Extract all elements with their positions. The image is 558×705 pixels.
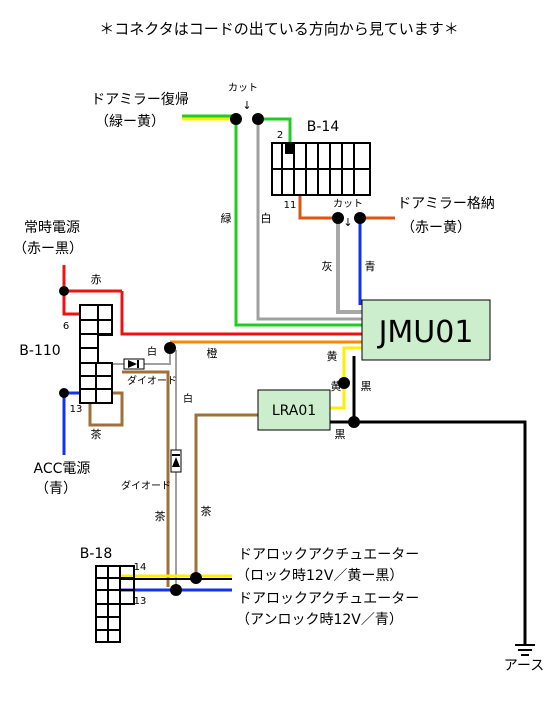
label-diode-1: ダイオード xyxy=(127,374,177,387)
junction-blue-acc xyxy=(59,388,69,398)
label-cut-1: カット xyxy=(228,82,258,94)
diode-vertical-icon xyxy=(170,449,182,473)
wire-brown-b110 xyxy=(88,391,124,427)
junctions xyxy=(59,113,366,596)
wire-yellow xyxy=(342,346,362,383)
wire-yellow-lra xyxy=(330,383,346,410)
diagram-title: ＊コネクタはコードの出ている方向から見ています＊ xyxy=(99,20,458,38)
wire-label-yellow-2: 黄 xyxy=(331,379,342,393)
connector-b14-pin-b: 11 xyxy=(284,200,297,211)
wire-label-brown-3: 茶 xyxy=(201,505,212,518)
earth-ground-icon xyxy=(515,644,535,656)
wire-green-b14 xyxy=(258,117,292,153)
connector-b14-name: B-14 xyxy=(307,119,340,135)
junction-gray-cut xyxy=(332,212,344,224)
wire-gray xyxy=(336,218,362,314)
label-constant-power-color: （赤ー黒） xyxy=(13,241,83,257)
connector-b18-name: B-18 xyxy=(80,546,112,562)
wire-label-white-b110: 白 xyxy=(147,345,157,358)
connector-b18-pin-a: 14 xyxy=(134,562,147,573)
label-acc-power-color: （青） xyxy=(35,481,77,497)
connector-b110-pin-b: 13 xyxy=(70,404,83,415)
module-jmu01-box xyxy=(361,299,491,361)
wire-brown-lra xyxy=(194,413,262,578)
wire-brown-loop xyxy=(122,370,170,587)
connector-b18-pin-b: 13 xyxy=(134,596,147,607)
label-diode-2: ダイオード xyxy=(121,479,171,492)
connector-b110-name: B-110 xyxy=(19,343,60,359)
wire-label-white: 白 xyxy=(261,211,272,225)
junction-orange xyxy=(164,342,176,354)
label-actuator-unlock: ドアロックアクチュエーター xyxy=(238,591,419,607)
connector-b110-pin-a: 6 xyxy=(63,321,69,332)
connector-b18 xyxy=(95,565,135,643)
connector-b110 xyxy=(79,304,113,404)
junction-yellow xyxy=(338,377,350,389)
junction-lock xyxy=(190,572,202,584)
junction-red xyxy=(59,286,69,296)
label-arrow-2: ↓ xyxy=(343,216,352,229)
junction-black xyxy=(348,416,360,428)
junction-blue-cut xyxy=(354,212,366,224)
label-arrow-1: ↓ xyxy=(242,99,251,112)
wire-label-orange: 橙 xyxy=(207,346,218,360)
wire-label-black-1: 黒 xyxy=(361,380,372,393)
wire-green xyxy=(234,119,362,327)
wire-label-blue: 青 xyxy=(365,260,376,273)
junction-unlock xyxy=(170,584,182,596)
wire-red xyxy=(120,291,362,336)
label-door-mirror-return: ドアミラー復帰 xyxy=(91,91,189,108)
connector-b14 xyxy=(271,142,371,196)
junction-white-cut xyxy=(252,113,264,125)
wire-label-brown-2: 茶 xyxy=(155,510,166,523)
wire-white xyxy=(256,119,362,321)
wire-label-yellow-1: 黄 xyxy=(327,349,338,363)
label-acc-power: ACC電源 xyxy=(34,461,91,477)
wire-label-gray: 灰 xyxy=(322,259,333,273)
wire-label-red: 赤 xyxy=(91,273,102,286)
label-door-mirror-fold-color: （赤ー黄） xyxy=(401,219,471,236)
diode-horizontal-icon xyxy=(123,358,145,370)
wire-label-black-2: 黒 xyxy=(335,428,346,441)
wire-black xyxy=(352,356,527,645)
wire-blue-acc xyxy=(62,391,80,455)
label-cut-2: カット xyxy=(333,198,363,210)
module-lra01-label: LRA01 xyxy=(272,403,316,419)
wire-red-b110 xyxy=(62,291,80,316)
wires xyxy=(62,114,527,645)
wire-label-brown-1: 茶 xyxy=(91,428,102,441)
connector-b14-pin-a: 2 xyxy=(277,130,283,141)
label-actuator-unlock-desc: （アンロック時12V／青） xyxy=(236,612,403,628)
junction-green-cut xyxy=(230,113,242,125)
module-jmu01-label: JMU01 xyxy=(377,315,474,350)
label-actuator-lock: ドアロックアクチュエーター xyxy=(238,547,419,563)
wire-label-white-vertical: 白 xyxy=(183,392,193,405)
label-door-mirror-fold: ドアミラー格納 xyxy=(397,196,495,212)
wire-orange-b14 xyxy=(298,195,338,220)
module-lra01-box xyxy=(257,389,331,431)
label-actuator-lock-desc: （ロック時12V／黄ー黒） xyxy=(236,567,403,584)
label-earth: アース xyxy=(504,658,544,674)
label-door-mirror-return-color: （緑ー黄） xyxy=(95,113,165,130)
label-constant-power: 常時電源 xyxy=(24,220,80,236)
wire-label-green: 緑 xyxy=(221,211,232,225)
